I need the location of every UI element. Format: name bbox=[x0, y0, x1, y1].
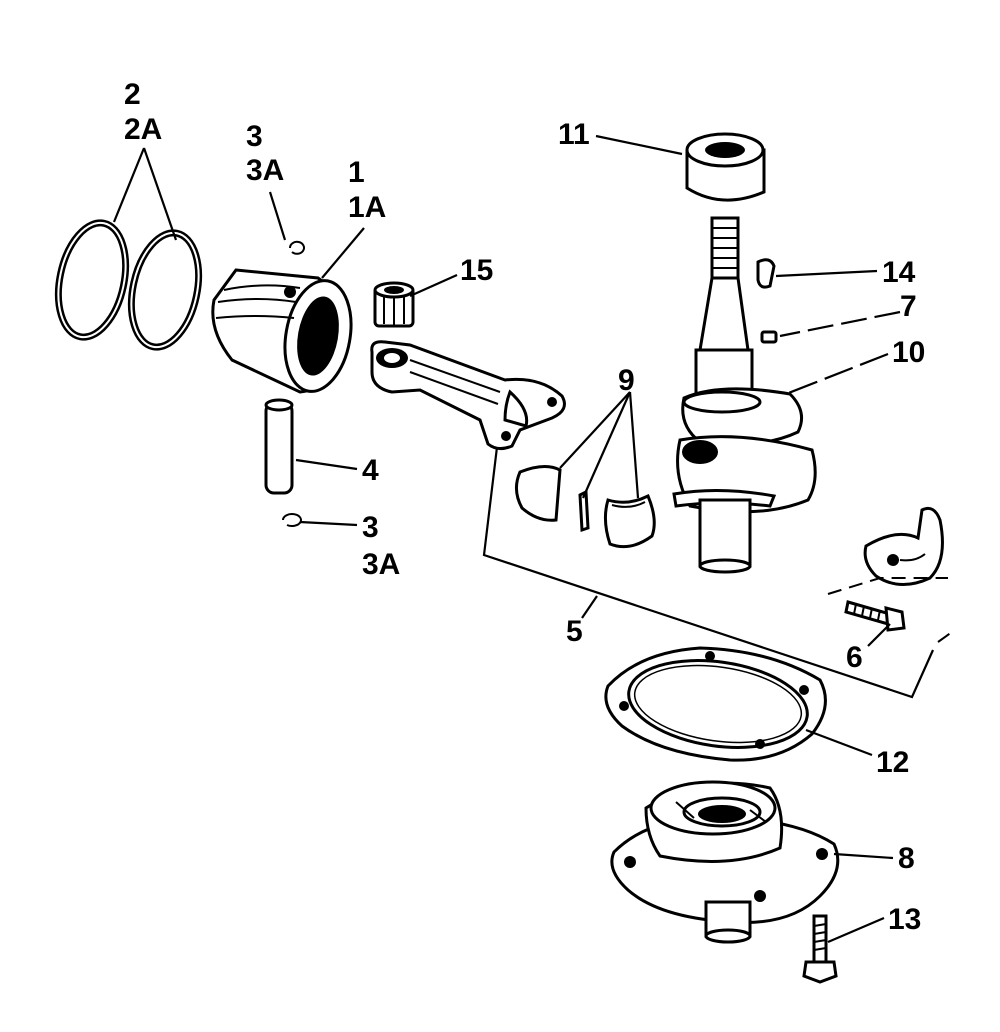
upper-bearing-icon bbox=[685, 132, 766, 202]
label-5: 5 bbox=[566, 615, 583, 648]
label-1: 1 bbox=[348, 156, 365, 189]
label-14: 14 bbox=[882, 256, 916, 289]
label-6: 6 bbox=[846, 641, 863, 674]
label-3a-top: 3A bbox=[246, 154, 284, 187]
rod-screw-icon bbox=[844, 600, 906, 632]
retaining-ring-bottom-icon bbox=[282, 513, 302, 527]
label-15: 15 bbox=[460, 254, 493, 287]
bearing-housing-icon bbox=[610, 780, 840, 944]
label-2a: 2A bbox=[124, 113, 162, 146]
leader-lines bbox=[112, 134, 901, 944]
gasket-icon bbox=[604, 646, 827, 762]
label-3-bottom: 3 bbox=[362, 511, 379, 544]
rod-cap-icon bbox=[863, 506, 944, 586]
label-12: 12 bbox=[876, 746, 909, 779]
label-9: 9 bbox=[618, 364, 635, 397]
assembly-dashed-line-2 bbox=[937, 631, 953, 643]
label-4: 4 bbox=[362, 454, 379, 487]
label-13: 13 bbox=[888, 903, 921, 936]
piston-icon bbox=[211, 268, 353, 394]
label-10: 10 bbox=[892, 336, 925, 369]
piston-rings-icon bbox=[54, 219, 203, 351]
label-3-top: 3 bbox=[246, 120, 263, 153]
assembly-bracket-line bbox=[482, 446, 935, 699]
label-2: 2 bbox=[124, 78, 141, 111]
label-7: 7 bbox=[900, 290, 917, 323]
housing-screw-icon bbox=[802, 914, 838, 984]
assembly-dashed-line bbox=[827, 577, 948, 595]
dowel-pin-icon bbox=[760, 330, 778, 344]
retaining-ring-top-icon bbox=[288, 240, 305, 255]
piston-pin-icon bbox=[264, 398, 294, 495]
key-icon bbox=[756, 258, 776, 289]
label-11: 11 bbox=[558, 118, 590, 151]
bearing-inserts-icon bbox=[515, 465, 656, 549]
label-1a: 1A bbox=[348, 191, 386, 224]
needle-bearing-icon bbox=[373, 281, 415, 328]
label-8: 8 bbox=[898, 842, 915, 875]
label-3a-bottom: 3A bbox=[362, 548, 400, 581]
crankshaft-icon bbox=[672, 216, 817, 574]
connecting-rod-icon bbox=[370, 340, 566, 451]
